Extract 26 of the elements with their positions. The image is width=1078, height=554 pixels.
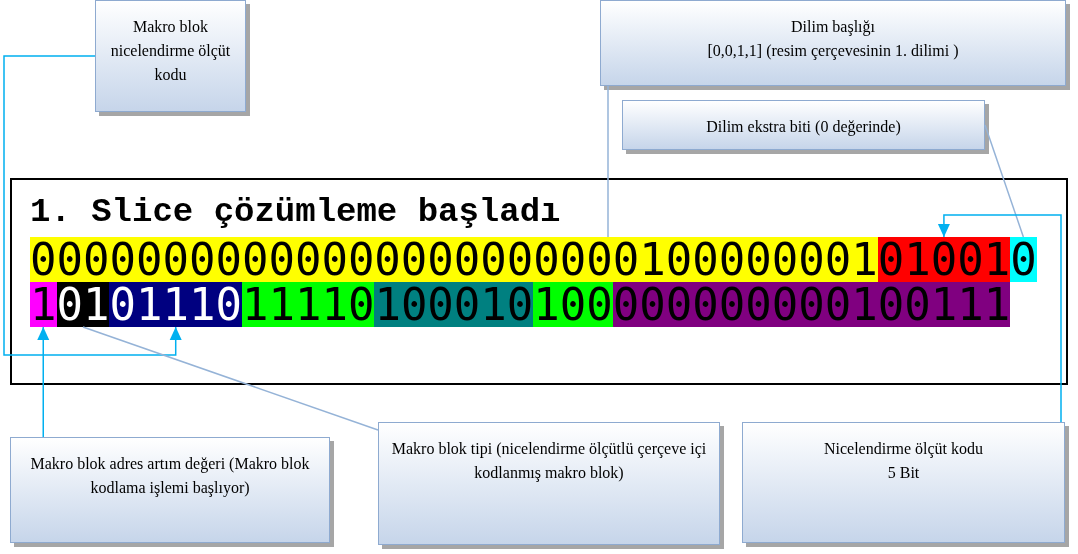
leader-line [607,85,609,238]
bit-segment: 01110 [109,282,242,327]
leader-line [984,124,1025,238]
bit-segment: 11110 [241,282,375,327]
callout-text: Dilim ekstra biti (0 değerinde) [706,117,901,138]
arrow [37,326,50,438]
leader-line [82,326,379,431]
bit-segment: 100010 [374,282,534,327]
callout-text: Makro blok nicelendirme ölçüt kodu [109,17,232,85]
title-text: 1. Slice çözümleme başladı [30,192,561,232]
frame-box [10,178,1068,385]
callout-text: Nicelendirme ölçüt kodu [823,439,984,460]
bit-segment: 100 [533,282,613,327]
arrow [937,214,1062,423]
callout-text: [0,0,1,1] (resim çerçevesinin 1. dilimi ) [707,41,959,62]
bit-segment: 0 [1010,237,1037,282]
bit-segment: 01001 [877,237,1011,282]
callout-text: Makro blok adres artım değeri (Makro blok kodlama işlemi başlıyor) [29,454,311,499]
bit-segment: 1 [30,282,57,327]
bit-segment: 01 [56,282,110,327]
bit-segment: 00000000000000000000000100000001 [30,237,878,282]
callout-text: Dilim başlığı [791,17,875,38]
arrow [3,55,182,356]
bit-segment: 000000000100111 [612,282,1011,327]
callout-text: 5 Bit [887,463,920,483]
callout-text: Makro blok tipi (nicelendirme ölçütlü çerçeve içi kodlanmış makro blok) [390,439,708,484]
